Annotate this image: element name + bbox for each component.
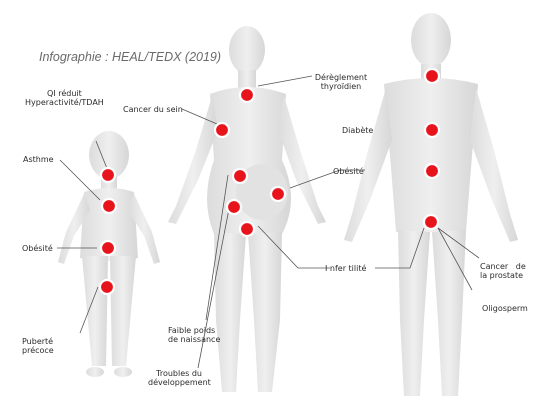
label-child-puberty-line1: Puberté	[22, 337, 54, 346]
label-obesity: Obésité	[333, 167, 364, 176]
marker-woman-thyroid	[240, 88, 254, 102]
label-thyroid-line2: thyroïdien	[313, 82, 369, 91]
label-child-puberty-line2: précoce	[22, 346, 54, 355]
label-child-asthma-line1: Asthme	[23, 155, 54, 164]
label-obesity-line1: Obésité	[333, 167, 364, 176]
label-infertility-line1: I nfer tilité	[325, 264, 366, 273]
marker-man-thyroid	[425, 69, 439, 83]
label-child-obesity-line1: Obésité	[22, 244, 53, 253]
marker-child-brain	[101, 168, 115, 182]
label-child-iq-line2: Hyperactivité/TDAH	[25, 98, 104, 107]
marker-woman-breast	[215, 123, 229, 137]
label-child-puberty: Puberté précoce	[22, 337, 54, 355]
label-prostate-cancer: Cancer de la prostate	[480, 262, 526, 280]
label-birth-weight: Faible poids de naissance	[168, 326, 220, 344]
label-breast-cancer-line1: Cancer du sein	[123, 105, 183, 114]
label-birth-weight-line1: Faible poids	[168, 326, 220, 335]
marker-woman-ovaries	[240, 222, 254, 236]
label-child-iq-line1: QI réduit	[25, 89, 104, 98]
marker-child-pelvis	[100, 280, 114, 294]
label-child-iq: QI réduit Hyperactivité/TDAH	[25, 89, 104, 107]
label-thyroid: Dérèglement thyroïdien	[313, 73, 369, 91]
marker-man-prostate	[424, 215, 438, 229]
label-dev-disorders: Troubles du développement	[148, 369, 202, 387]
marker-woman-fetus	[271, 187, 285, 201]
label-oligosperm-line1: Oligosperm	[482, 304, 528, 313]
label-breast-cancer: Cancer du sein	[123, 105, 183, 114]
label-thyroid-line1: Dérèglement	[313, 73, 369, 82]
marker-woman-womb-upper	[233, 169, 247, 183]
label-infertility: I nfer tilité	[325, 264, 366, 273]
marker-man-pancreas	[425, 123, 439, 137]
marker-child-abdomen	[101, 241, 115, 255]
label-dev-disorders-line1: Troubles du	[148, 369, 202, 378]
label-oligosperm: Oligosperm	[482, 304, 528, 313]
label-birth-weight-line2: de naissance	[168, 335, 220, 344]
marker-woman-womb-lower	[227, 200, 241, 214]
marker-man-abdomen	[425, 164, 439, 178]
label-prostate-cancer-line1: Cancer de	[480, 262, 526, 271]
label-child-obesity: Obésité	[22, 244, 53, 253]
label-diabetes-line1: Diabète	[342, 126, 373, 135]
label-child-asthma: Asthme	[23, 155, 54, 164]
label-dev-disorders-line2: développement	[148, 378, 202, 387]
credit-text: Infographie : HEAL/TEDX (2019)	[39, 50, 221, 64]
label-diabetes: Diabète	[342, 126, 373, 135]
label-prostate-cancer-line2: la prostate	[480, 271, 526, 280]
marker-child-lungs	[102, 199, 116, 213]
